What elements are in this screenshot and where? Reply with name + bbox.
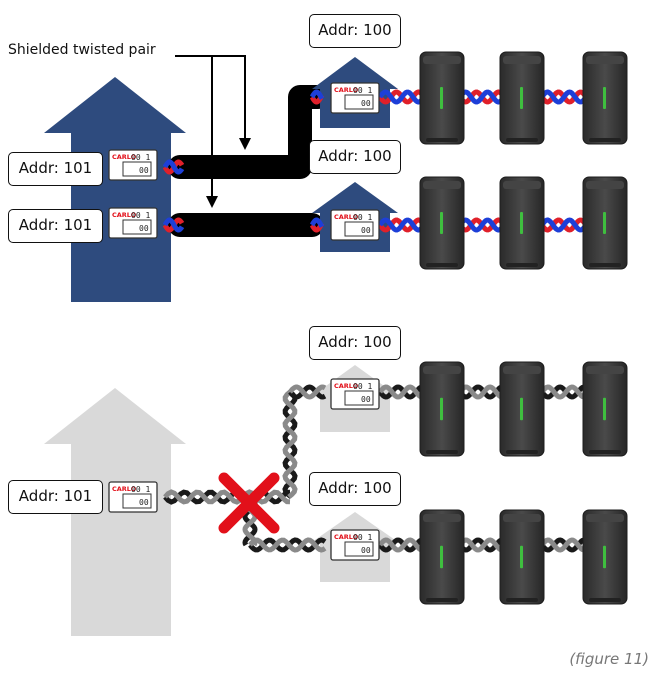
charger-top-row1-1 xyxy=(419,51,465,145)
twist-top-row1-b xyxy=(457,217,508,233)
svg-text:00: 00 xyxy=(361,546,371,555)
svg-text:CARLO: CARLO xyxy=(112,211,137,219)
address-label-main-bottom: Addr: 101 xyxy=(8,480,103,514)
svg-text:00: 00 xyxy=(139,498,149,507)
svg-text:00 1: 00 1 xyxy=(353,86,372,95)
charger-top-row2-3 xyxy=(582,176,628,270)
svg-text:CARLO: CARLO xyxy=(334,86,359,94)
charger-bottom-row2-3 xyxy=(582,509,628,605)
cable-top-1 xyxy=(168,85,330,179)
twist-bottom-sub1-in xyxy=(288,384,327,400)
svg-text:00: 00 xyxy=(139,166,149,175)
chargers-top xyxy=(419,51,628,270)
address-label-sub-bottom-2: Addr: 100 xyxy=(309,472,401,506)
twist-bot-row1-a xyxy=(377,537,427,553)
cable-pointer-arrows xyxy=(175,55,246,197)
svg-text:00 1: 00 1 xyxy=(353,382,372,391)
address-label-main-top-1: Addr: 101 xyxy=(8,152,103,186)
svg-text:00 1: 00 1 xyxy=(131,211,150,220)
address-label-sub-top-2: Addr: 100 xyxy=(309,140,401,174)
svg-text:00 1: 00 1 xyxy=(131,485,150,494)
figure-caption: (figure 11) xyxy=(569,650,649,668)
charger-bottom-row1-3 xyxy=(582,361,628,457)
svg-text:CARLO: CARLO xyxy=(334,213,359,221)
main-building-top xyxy=(44,77,186,302)
arrow-head-2 xyxy=(206,196,218,208)
svg-text:00: 00 xyxy=(361,99,371,108)
svg-text:CARLO: CARLO xyxy=(334,533,359,541)
twist-bot-row0-a xyxy=(377,384,427,400)
address-label-main-top-2: Addr: 101 xyxy=(8,209,103,243)
charger-bottom-row2-2 xyxy=(499,509,545,605)
twist-bottom-sub2-in xyxy=(248,537,327,553)
twist-bottom-main xyxy=(163,489,291,505)
charger-top-row2-1 xyxy=(419,176,465,270)
svg-text:00 1: 00 1 xyxy=(131,153,150,162)
twist-bot-row1-b xyxy=(457,537,507,553)
twisted-pair-bottom xyxy=(163,384,590,553)
twist-top-row0-b xyxy=(457,89,508,105)
twist-bottom-up xyxy=(282,390,298,499)
svg-text:CARLO: CARLO xyxy=(112,485,137,493)
twist-sub-in-2 xyxy=(309,217,325,233)
twist-main-top-2 xyxy=(162,217,185,233)
svg-text:00: 00 xyxy=(361,226,371,235)
svg-text:00: 00 xyxy=(139,224,149,233)
arrow-head-1 xyxy=(239,138,251,150)
twisted-pair-top xyxy=(162,89,591,233)
charger-bottom-row2-1 xyxy=(419,509,465,605)
svg-text:00 1: 00 1 xyxy=(353,533,372,542)
charger-top-row1-3 xyxy=(582,51,628,145)
svg-text:00 1: 00 1 xyxy=(353,213,372,222)
svg-text:00: 00 xyxy=(361,395,371,404)
twist-top-row0-a xyxy=(377,89,428,105)
address-label-sub-top-1: Addr: 100 xyxy=(309,14,401,48)
twist-main-top-1 xyxy=(162,159,185,175)
twist-bot-row0-c xyxy=(539,384,590,400)
cable-type-label: Shielded twisted pair xyxy=(8,42,156,58)
svg-text:CARLO: CARLO xyxy=(334,382,359,390)
charger-bottom-row1-2 xyxy=(499,361,545,457)
charger-top-row1-2 xyxy=(499,51,545,145)
address-label-sub-bottom-1: Addr: 100 xyxy=(309,326,401,360)
charger-top-row2-2 xyxy=(499,176,545,270)
chargers-bottom xyxy=(419,361,628,605)
twist-bot-row0-b xyxy=(457,384,507,400)
twist-top-row1-c xyxy=(539,217,591,233)
error-cross-icon xyxy=(218,472,280,534)
twist-top-row0-c xyxy=(539,89,591,105)
twist-sub-in-1 xyxy=(309,89,325,105)
twist-bot-row1-c xyxy=(539,537,590,553)
twist-top-row1-a xyxy=(377,217,428,233)
charger-bottom-row1-1 xyxy=(419,361,465,457)
svg-text:CARLO: CARLO xyxy=(112,153,137,161)
